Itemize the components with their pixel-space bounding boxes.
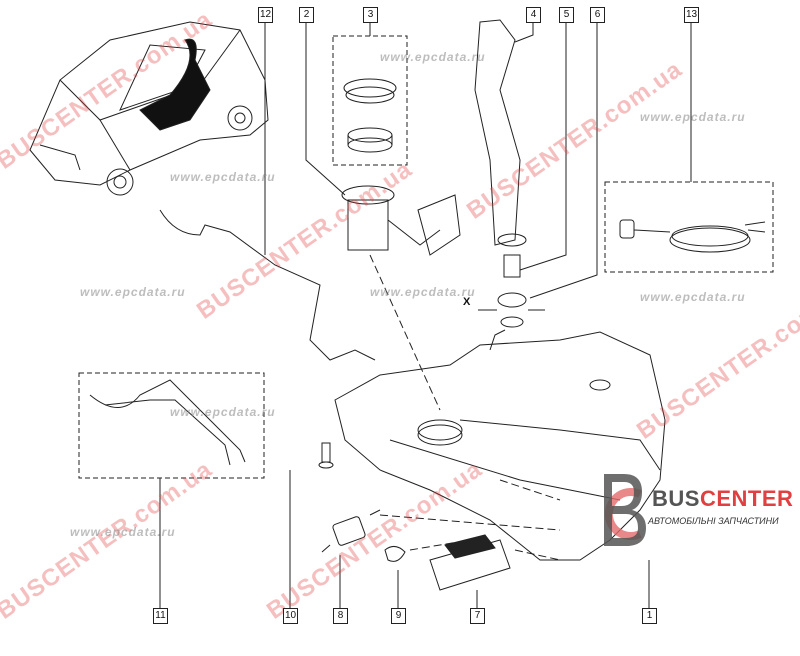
callout-5: 5: [559, 7, 574, 23]
callout-9: 9: [391, 608, 406, 624]
callout-6: 6: [590, 7, 605, 23]
callout-7: 7: [470, 608, 485, 624]
callout-10: 10: [283, 608, 298, 624]
callout-13: 13: [684, 7, 699, 23]
callout-8: 8: [333, 608, 348, 624]
fuel-tank: [334, 329, 666, 561]
callout-1: 1: [642, 608, 657, 624]
callout-12: 12: [258, 7, 273, 23]
logo-bc-mark: [604, 474, 646, 546]
logo-subtitle: АВТОМОБІЛЬНІ ЗАПЧАСТИНИ: [648, 516, 779, 526]
callout-11: 11: [153, 608, 168, 624]
logo-brand-center: CENTER: [699, 486, 794, 511]
view-marker-x: X: [463, 296, 471, 308]
callout-3: 3: [363, 7, 378, 23]
car-illustration: [29, 21, 269, 196]
buscenter-logo: BUSCENTER АВТОМОБІЛЬНІ ЗАПЧАСТИНИ: [596, 472, 796, 550]
logo-brand-bus: BUS: [652, 486, 700, 511]
logo-brand: BUSCENTER: [652, 486, 793, 512]
callout-4: 4: [526, 7, 541, 23]
callout-2: 2: [299, 7, 314, 23]
fuel-pump-module: [341, 185, 461, 256]
